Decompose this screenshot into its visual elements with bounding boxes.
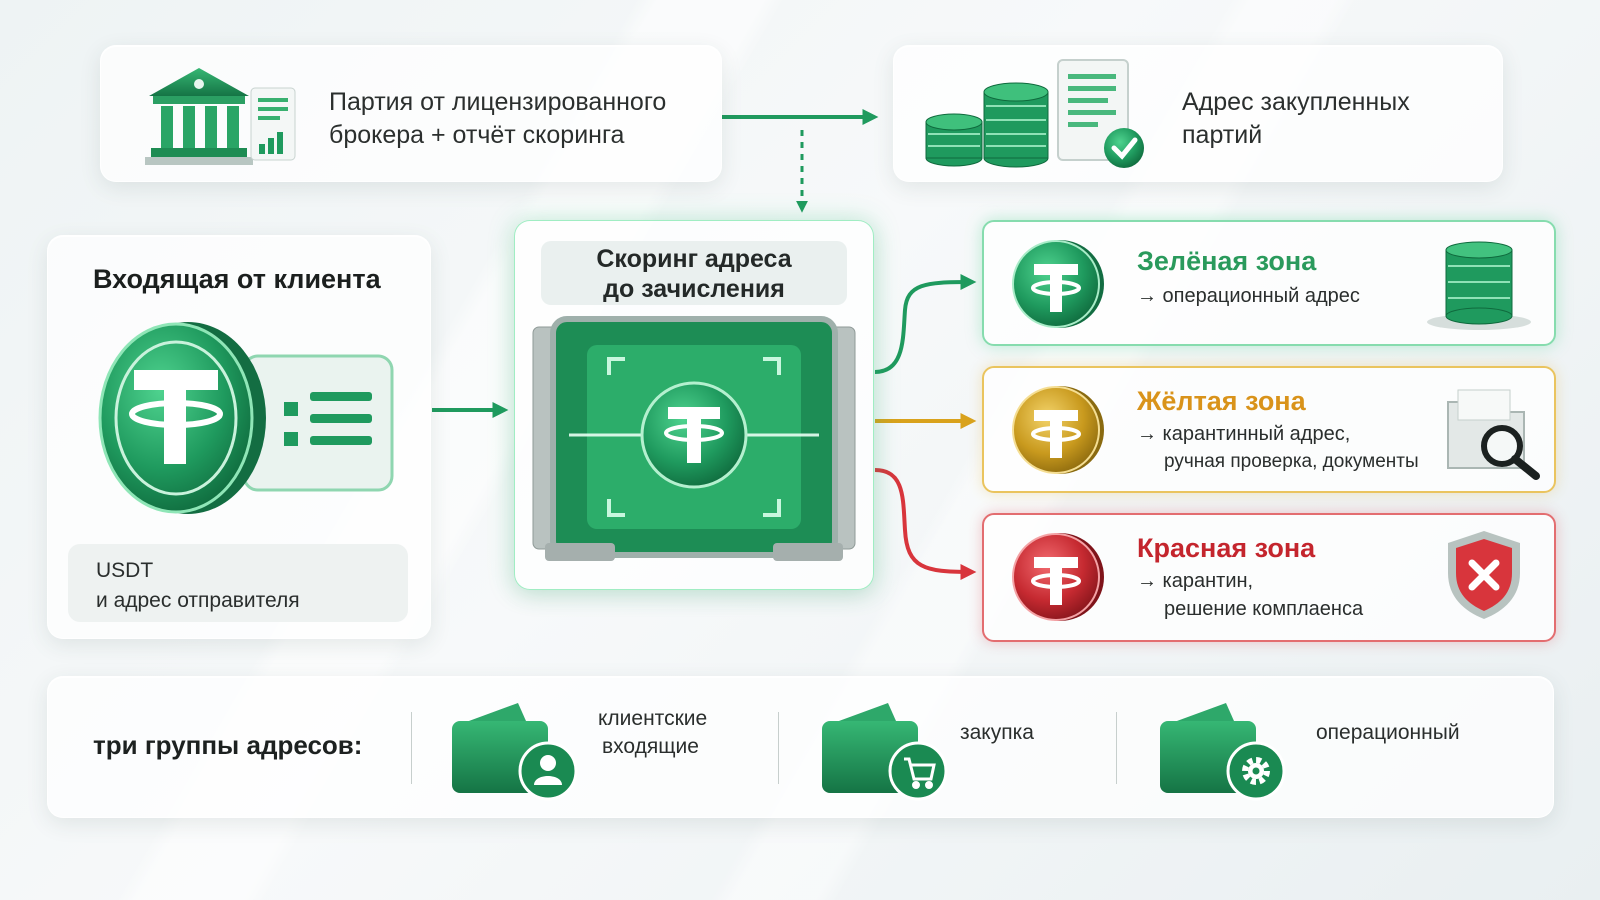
report-icon — [250, 87, 296, 161]
red-zone-desc-line1: → карантин, — [1137, 570, 1254, 592]
broker-text-line2: брокера + отчёт скоринга — [329, 121, 625, 149]
broker-text-line1: Партия от лицензированного — [329, 88, 667, 116]
scoring-title-line1: Скоринг адреса — [596, 245, 792, 273]
address-groups-bar: три группы адресов: клиентские входящие … — [47, 676, 1554, 818]
red-zone-title: Красная зона — [1137, 533, 1316, 563]
card-icon — [242, 354, 394, 492]
groups-label: три группы адресов: — [93, 730, 363, 760]
group-client-label: клиентские входящие — [598, 705, 707, 761]
group-operational-label: операционный — [1316, 721, 1460, 744]
divider — [411, 712, 412, 784]
client-sub-line2: и адрес отправителя — [96, 589, 300, 612]
red-zone-desc-line2: решение комплаенса — [1164, 598, 1364, 620]
tether-coin-icon — [1012, 240, 1104, 328]
shield-x-icon — [1448, 531, 1520, 619]
scoring-title: Скоринг адреса до зачисления — [541, 241, 847, 305]
broker-text: Партия от лицензированного брокера + отч… — [329, 86, 666, 152]
tether-coin-icon — [1012, 386, 1104, 474]
folder-search-icon — [1447, 389, 1540, 480]
tether-coin-icon — [1012, 533, 1104, 621]
group-client-line1: клиентские — [598, 707, 708, 730]
bank-icon — [145, 68, 253, 165]
yellow-zone-desc-line2: ручная проверка, документы — [1164, 451, 1419, 472]
address-scoring-card: Скоринг адреса до зачисления — [514, 220, 874, 590]
purchased-text-line2: партий — [1182, 121, 1263, 149]
group-client-line2: входящие — [602, 735, 699, 758]
yellow-zone-card: Жёлтая зона → карантинный адрес, ручная … — [982, 366, 1556, 493]
red-zone-card: Красная зона → карантин, решение комплае… — [982, 513, 1556, 642]
cart-icon — [904, 757, 936, 789]
coin-stack-icon — [925, 82, 1049, 168]
group-purchase-label: закупка — [960, 721, 1034, 744]
wallet-icon — [1160, 703, 1286, 801]
scoring-title-line2: до зачисления — [603, 275, 785, 303]
client-incoming-card: Входящая от клиента USDT и адрес отправи… — [47, 235, 431, 639]
checklist-icon — [1057, 59, 1144, 168]
divider — [778, 712, 779, 784]
client-subtitle-box: USDT и адрес отправителя — [68, 544, 408, 622]
broker-batch-card: Партия от лицензированного брокера + отч… — [100, 45, 722, 182]
red-zone-desc: → карантин, решение комплаенса — [1137, 567, 1363, 623]
purchased-text: Адрес закупленных партий — [1182, 86, 1410, 152]
user-icon — [534, 755, 562, 785]
yellow-zone-title: Жёлтая зона — [1137, 386, 1306, 416]
wallet-icon — [822, 703, 948, 801]
tether-coin-icon — [98, 322, 266, 514]
yellow-zone-desc: → карантинный адрес, ручная проверка, до… — [1137, 420, 1419, 476]
scanner-icon — [532, 316, 856, 561]
arrow-to-red-zone — [874, 468, 977, 580]
purchased-text-line1: Адрес закупленных — [1182, 88, 1410, 116]
coin-stack-icon — [1427, 241, 1531, 330]
purchased-address-card: Адрес закупленных партий — [893, 45, 1503, 182]
gear-icon — [1242, 757, 1270, 785]
wallet-icon — [452, 703, 578, 801]
client-sub-line1: USDT — [96, 559, 154, 582]
yellow-zone-desc-line1: → карантинный адрес, — [1137, 423, 1351, 445]
green-zone-desc: → операционный адрес — [1137, 285, 1360, 307]
green-zone-title: Зелёная зона — [1137, 246, 1317, 276]
green-zone-card: Зелёная зона → операционный адрес — [982, 220, 1556, 346]
divider — [1116, 712, 1117, 784]
arrow-to-green-zone — [874, 274, 977, 374]
client-title: Входящая от клиента — [93, 264, 381, 294]
